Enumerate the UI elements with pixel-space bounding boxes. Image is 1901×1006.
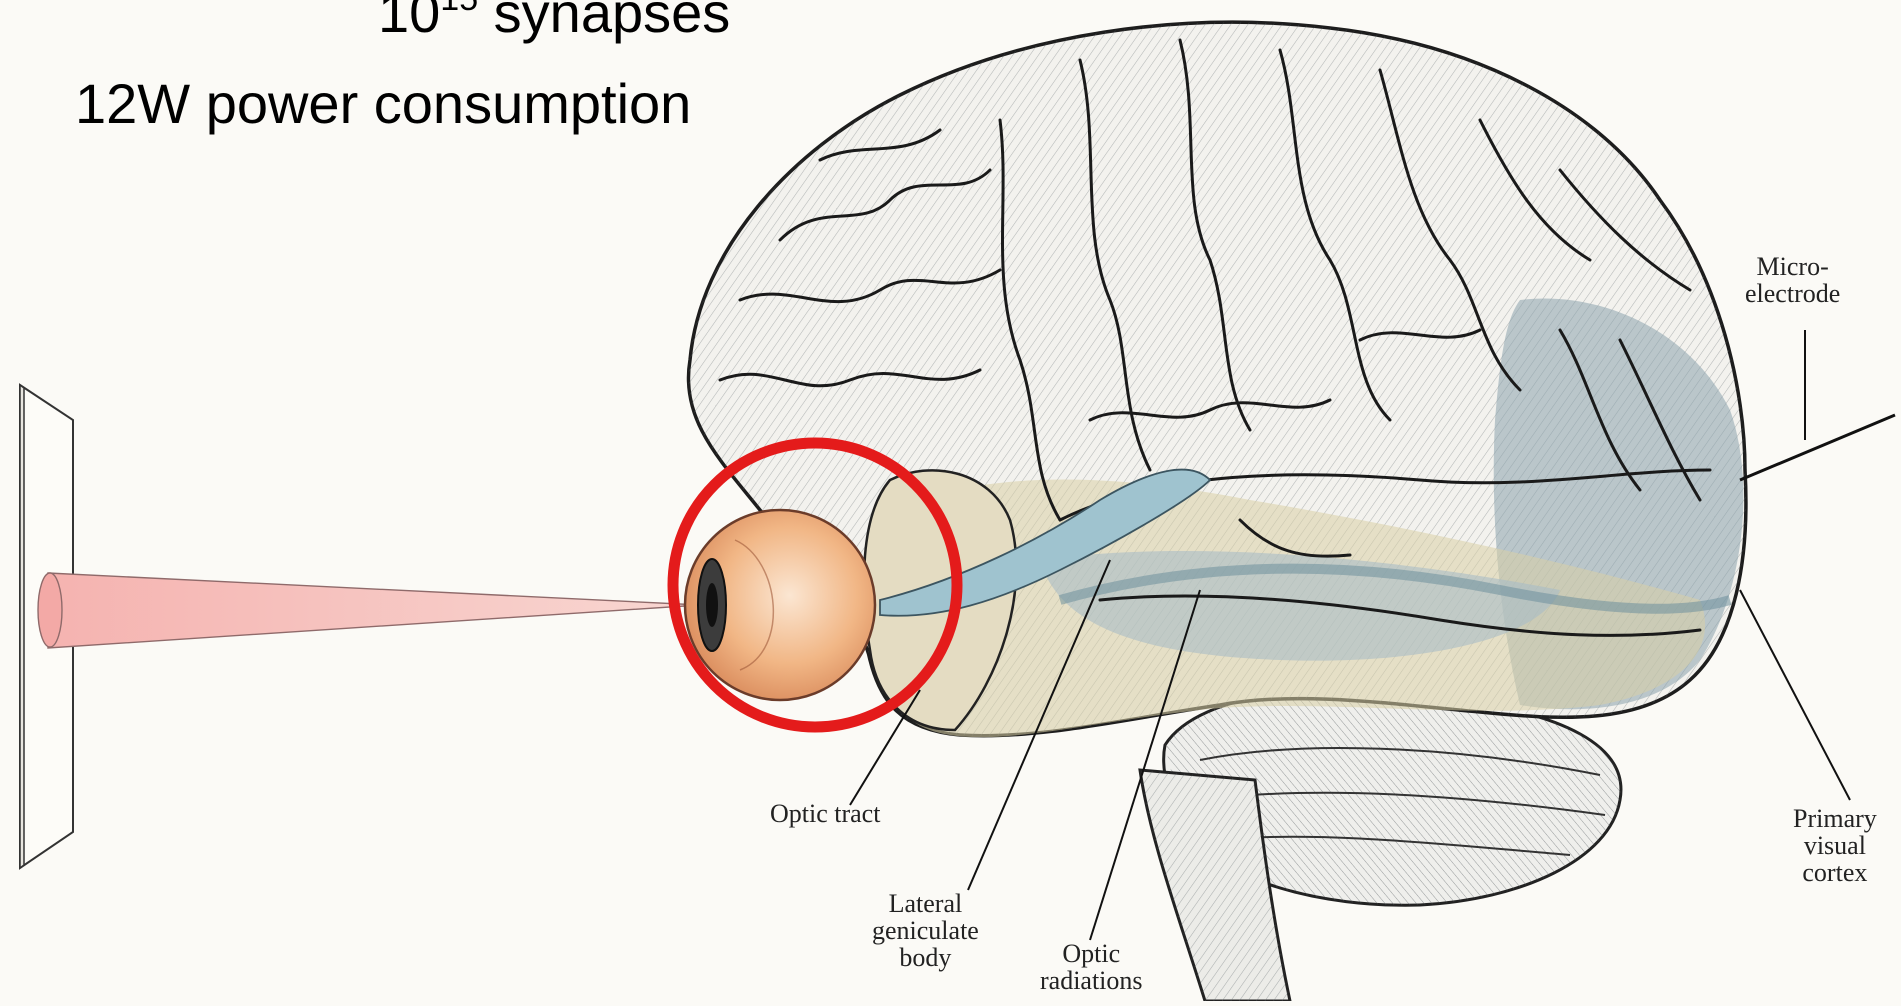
label-lateral-geniculate-body: Lateral geniculate body [872,890,979,971]
eyeball [685,510,875,700]
microelectrode [1740,330,1895,480]
synapse-exponent: 15 [440,0,478,18]
light-cone [38,573,700,648]
leader-primary-visual-cortex [1740,590,1850,800]
synapse-count-text: 1015 synapses [378,0,730,41]
synapse-label: synapses [478,0,730,44]
label-optic-tract: Optic tract [770,800,880,827]
power-consumption-text: 12W power consumption [75,76,691,132]
label-microelectrode: Micro- electrode [1745,253,1840,307]
label-optic-radiations: Optic radiations [1040,940,1143,994]
synapse-base: 10 [378,0,440,44]
label-primary-visual-cortex: Primary visual cortex [1793,805,1877,886]
